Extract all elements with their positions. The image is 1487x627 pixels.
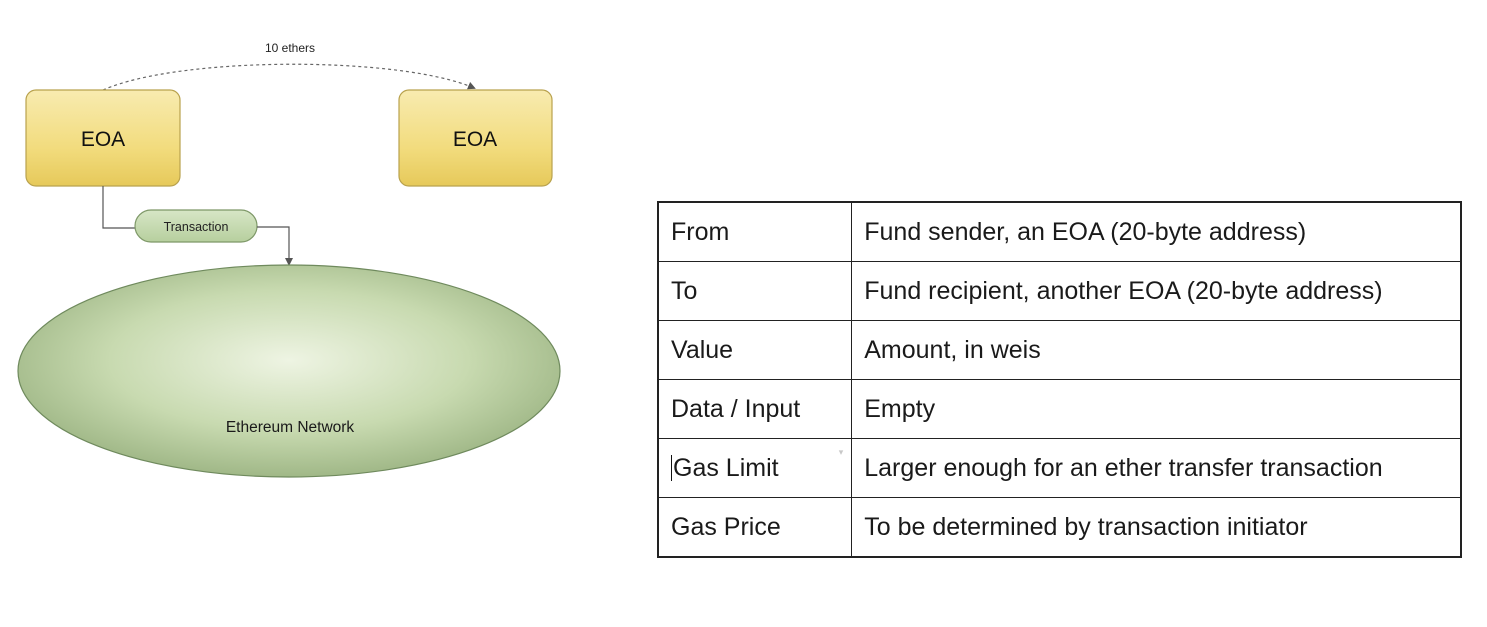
transaction-label: Transaction [164, 220, 229, 234]
text-cursor [671, 454, 672, 481]
field-description-cell: Larger enough for an ether transfer tran… [851, 438, 1462, 498]
ethereum-network-label: Ethereum Network [226, 419, 355, 436]
diagram-canvas: 10 ethers EOA EOA Transaction Ethereum N… [17, 41, 561, 478]
ethereum-network-ellipse [17, 264, 561, 478]
table-row: To Fund recipient, another EOA (20-byte … [657, 261, 1462, 321]
field-description-cell: Empty [851, 379, 1462, 439]
field-name-cell: Value [657, 320, 853, 380]
field-description-cell: Fund sender, an EOA (20-byte address) [851, 201, 1462, 262]
field-name-cell: To [657, 261, 853, 321]
table-row: Data / Input Empty [657, 379, 1462, 439]
transaction-diagram: 10 ethers EOA EOA Transaction Ethereum N… [0, 0, 600, 627]
transaction-to-network-connector [257, 226, 293, 266]
table-row: Gas Price To be determined by transactio… [657, 497, 1462, 558]
recipient-eoa-label: EOA [453, 128, 497, 151]
transfer-amount-label: 10 ethers [265, 41, 315, 55]
table-row: From Fund sender, an EOA (20-byte addres… [657, 201, 1462, 262]
field-description-cell: To be determined by transaction initiato… [851, 497, 1462, 558]
table-row: Gas Limit ▾ Larger enough for an ether t… [657, 438, 1462, 498]
field-name-cell: Data / Input [657, 379, 853, 439]
field-name-cell-active[interactable]: Gas Limit ▾ [657, 438, 853, 498]
field-name-cell: From [657, 201, 853, 262]
recipient-eoa-box [398, 89, 553, 187]
transfer-arrow [102, 63, 476, 91]
sender-to-transaction-connector [102, 186, 136, 229]
field-description-cell: Amount, in weis [851, 320, 1462, 380]
table-row: Value Amount, in weis [657, 320, 1462, 380]
cell-dropdown-marker-icon[interactable]: ▾ [838, 447, 844, 457]
field-name-text: Gas Limit [673, 453, 779, 482]
field-name-cell: Gas Price [657, 497, 853, 558]
transaction-fields-table: From Fund sender, an EOA (20-byte addres… [657, 201, 1462, 558]
field-description-cell: Fund recipient, another EOA (20-byte add… [851, 261, 1462, 321]
sender-eoa-label: EOA [81, 128, 125, 151]
transaction-pill [134, 209, 258, 243]
